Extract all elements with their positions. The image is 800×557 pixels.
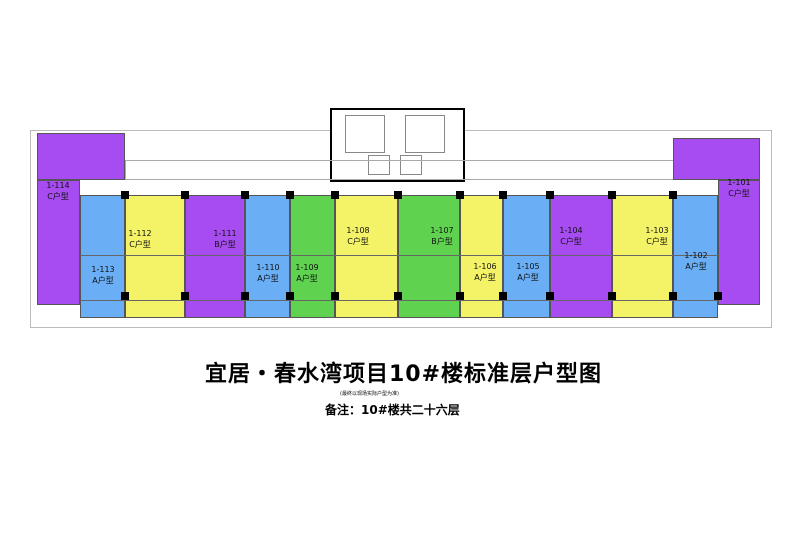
unit-1-101-top xyxy=(673,138,760,180)
unit-1-103 xyxy=(612,195,673,318)
column xyxy=(456,191,464,199)
unit-1-112 xyxy=(125,195,185,318)
unit-1-107 xyxy=(398,195,460,318)
unit-1-114-top xyxy=(37,133,125,180)
elevator-right xyxy=(400,155,422,175)
column xyxy=(499,292,507,300)
balcony-line xyxy=(80,300,718,301)
column xyxy=(499,191,507,199)
unit-1-105 xyxy=(503,195,550,318)
unit-1-106 xyxy=(460,195,503,318)
column xyxy=(669,191,677,199)
stair-left xyxy=(345,115,385,153)
unit-1-102 xyxy=(673,195,718,318)
stair-core xyxy=(330,108,465,182)
unit-1-101 xyxy=(718,180,760,305)
unit-1-114 xyxy=(37,180,80,305)
column xyxy=(456,292,464,300)
balcony-corridor xyxy=(125,160,715,180)
column xyxy=(331,191,339,199)
column xyxy=(286,191,294,199)
stair-right xyxy=(405,115,445,153)
column xyxy=(546,292,554,300)
column xyxy=(608,191,616,199)
unit-1-108 xyxy=(335,195,398,318)
column xyxy=(181,292,189,300)
partition-line xyxy=(80,255,718,256)
column xyxy=(546,191,554,199)
column xyxy=(394,292,402,300)
column xyxy=(121,191,129,199)
column xyxy=(608,292,616,300)
column xyxy=(394,191,402,199)
plan-title: 宜居・春水湾项目10#楼标准层户型图 xyxy=(205,362,603,387)
unit-1-110 xyxy=(245,195,290,318)
column xyxy=(669,292,677,300)
plan-remark: 备注：10#楼共二十六层 xyxy=(325,403,460,417)
unit-1-104 xyxy=(550,195,612,318)
column xyxy=(241,191,249,199)
elevator-left xyxy=(368,155,390,175)
column xyxy=(241,292,249,300)
column xyxy=(714,292,722,300)
column xyxy=(181,191,189,199)
plan-note: (最终以现场实际户型为准) xyxy=(340,391,399,397)
unit-1-109 xyxy=(290,195,335,318)
column xyxy=(286,292,294,300)
unit-1-113 xyxy=(80,195,125,318)
column xyxy=(331,292,339,300)
unit-1-111 xyxy=(185,195,245,318)
column xyxy=(121,292,129,300)
